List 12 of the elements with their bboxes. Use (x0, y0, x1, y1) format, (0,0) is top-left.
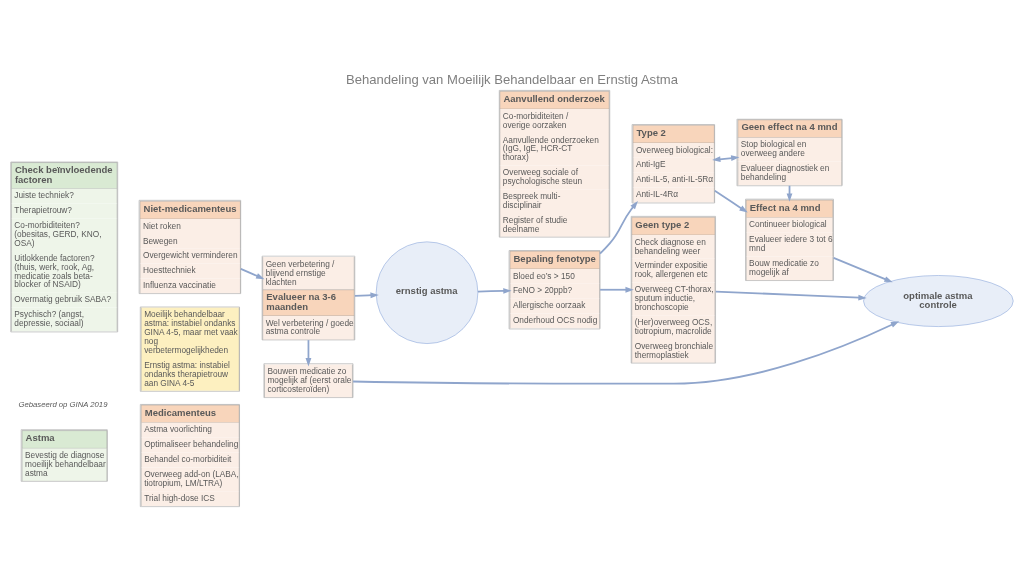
arrow (239, 267, 265, 280)
arrow (305, 339, 312, 367)
node-circle: ernstig astma (375, 241, 479, 344)
arrow (352, 321, 900, 385)
arrow (712, 155, 740, 163)
arrow (832, 256, 893, 283)
arrow (599, 201, 638, 255)
arrow (714, 290, 867, 301)
arrow (354, 292, 379, 299)
arrow (599, 286, 634, 293)
diagram-title: Behandeling van Moeilijk Behandelbaar en Ernstig Astma (346, 72, 678, 88)
arrow (477, 288, 512, 294)
